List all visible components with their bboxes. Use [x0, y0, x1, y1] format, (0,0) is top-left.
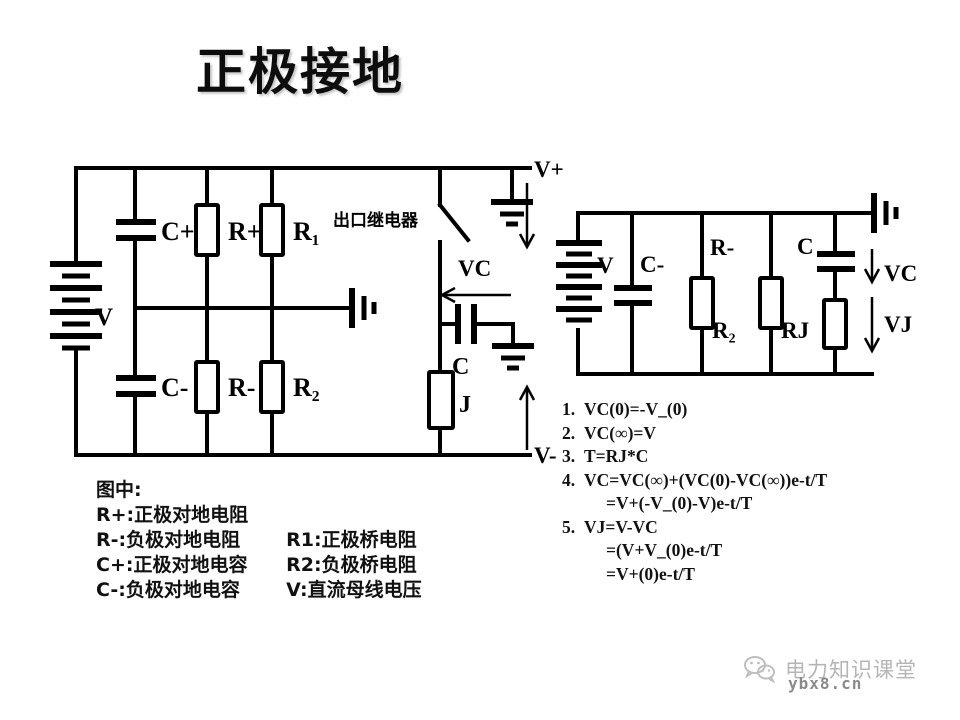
resistor-r-plus — [194, 203, 220, 257]
label-v-minus: V- — [534, 443, 557, 468]
right-resistor-r-minus — [689, 276, 715, 330]
ground-rotated-right — [871, 193, 899, 233]
vc-arrow-right — [863, 249, 881, 285]
vj-arrow-right — [863, 297, 881, 354]
right-battery-label: V — [597, 253, 614, 278]
legend-column-b: R1:正极桥电阻 R2:负极桥电阻 V:直流母线电压 — [286, 503, 421, 603]
watermark-url: ybx8.cn — [788, 674, 863, 693]
right-label-vj: VJ — [884, 312, 912, 337]
legend-item: R1:正极桥电阻 — [286, 529, 417, 551]
watermark-brand: 电力知识课堂 — [785, 658, 917, 682]
equation-item: 3. T=RJ*C — [562, 445, 827, 469]
right-label-vc: VC — [884, 261, 917, 286]
relay-coil-j — [427, 370, 455, 430]
label-c-plus: C+ — [161, 217, 195, 246]
legend-item: C-:负极对地电容 — [96, 579, 240, 601]
resistor-r2 — [259, 360, 285, 414]
label-r2: R₂ — [293, 373, 320, 402]
left-circuit: V C+ C- R+ R- R₁ R₂ 出 — [50, 157, 564, 468]
equation-line: =(V+V_(0)e-t/T — [606, 540, 723, 560]
right-label-r2: R₂ — [712, 318, 736, 343]
watermark: 电力知识课堂 ybx8.cn — [744, 654, 917, 693]
v-minus-arrow — [518, 384, 536, 450]
resistor-r1 — [259, 203, 285, 257]
legend-item: R2:负极桥电阻 — [286, 554, 417, 576]
right-label-rj: RJ — [781, 318, 809, 343]
ground-below-cap-c — [492, 343, 534, 371]
legend-item: R-:负极对地电阻 — [96, 529, 241, 551]
battery-v-right — [556, 240, 602, 323]
equation-item: 4. VC=VC(∞)+(VC(0)-VC(∞))e-t/T — [562, 469, 827, 493]
legend-item: C+:正极对地电容 — [96, 554, 248, 576]
battery-v-left — [50, 261, 102, 351]
label-r-minus: R- — [228, 373, 255, 402]
legend-item: R+:正极对地电阻 — [96, 504, 249, 526]
cap-c-lead-right — [472, 322, 515, 346]
equation-list: 1. VC(0)=-V_(0) 2. VC(∞)=V 3. T=RJ*C 4. … — [562, 398, 827, 586]
equation-line: VC(∞)=V — [584, 422, 657, 443]
equation-item: 5. VJ=V-VC — [562, 516, 827, 540]
right-label-c: C — [797, 234, 814, 259]
label-coil-j: J — [459, 392, 471, 418]
equation-number: 4. — [562, 469, 576, 490]
equation-number: 3. — [562, 446, 576, 466]
label-cap-c-left: C — [452, 354, 469, 380]
legend-heading: 图中: — [96, 479, 142, 501]
equation-line: VJ=V-VC — [584, 516, 658, 537]
equation-line: =V+(-V_(0)-V)e-t/T — [606, 493, 753, 513]
equation-line: T=RJ*C — [584, 446, 649, 466]
label-vc-left: VC — [458, 256, 491, 281]
right-label-r-minus: R- — [710, 235, 734, 260]
label-relay: 出口继电器 — [333, 210, 419, 231]
equation-number: 5. — [562, 516, 576, 537]
right-circuit: V C- R- R₂ C RJ — [556, 193, 917, 376]
page-title: 正极接地 — [196, 44, 404, 100]
equation-line: =V+(0)e-t/T — [606, 563, 695, 584]
v-plus-arrow — [518, 183, 536, 250]
equation-number: 2. — [562, 422, 576, 443]
equation-line: VC=VC(∞)+(VC(0)-VC(∞))e-t/T — [584, 469, 828, 490]
right-resistor-rj — [822, 298, 848, 350]
right-label-c-minus: C- — [640, 252, 664, 277]
vplus-ground-lead — [438, 166, 514, 202]
label-v-plus: V+ — [534, 157, 564, 182]
left-battery-label: V — [95, 304, 113, 331]
wechat-icon — [744, 656, 776, 683]
right-resistor-r2 — [758, 276, 784, 330]
relay-switch-blade — [437, 202, 471, 243]
equation-line: VC(0)=-V_(0) — [584, 399, 688, 419]
legend-column-a: R+:正极对地电阻 R-:负极对地电阻 C+:正极对地电容 C-:负极对地电容 — [96, 503, 248, 603]
ground-rotated-left — [349, 288, 377, 328]
vc-arrow-left — [439, 286, 511, 304]
legend-item: V:直流母线电压 — [286, 579, 422, 601]
resistor-r-minus — [194, 360, 220, 414]
equation-item: 2. VC(∞)=V — [562, 422, 827, 446]
equation-item: 1. VC(0)=-V_(0) — [562, 398, 827, 422]
label-c-minus: C- — [161, 373, 188, 402]
label-r-plus: R+ — [228, 217, 262, 246]
label-r1: R₁ — [293, 217, 320, 246]
legend: 图中: R+:正极对地电阻 R-:负极对地电阻 C+:正极对地电容 C-:负极对… — [96, 478, 422, 603]
equation-number: 1. — [562, 399, 576, 419]
